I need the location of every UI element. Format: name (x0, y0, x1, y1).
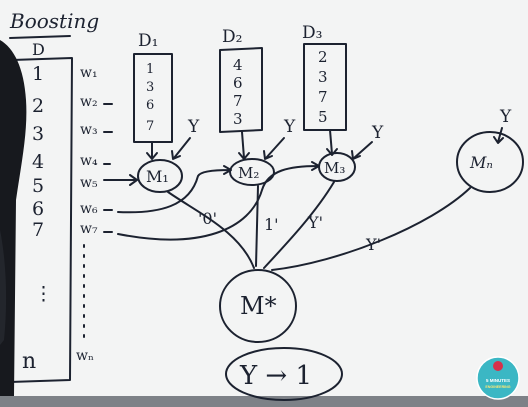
weight-w3: w₃ (80, 122, 98, 138)
subset-d3-value-3: 7 (318, 88, 328, 106)
weight-w7: w₇ (80, 221, 98, 237)
weight-w1: w₁ (80, 65, 98, 81)
dataset-row-5: 5 (32, 175, 44, 197)
arrow-d3-to-m3 (326, 129, 338, 156)
channel-logo-line1: 5 MINUTES (486, 378, 510, 383)
target-label-y-1: Y (187, 117, 200, 137)
dataset-row-1: 1 (32, 63, 44, 85)
arrow-y-to-m2 (263, 137, 285, 160)
channel-logo-line2: ENGINEERING (485, 385, 510, 389)
presenter-arm (0, 230, 7, 345)
output-label-m2: 1' (264, 215, 279, 234)
subset-d3-value-2: 3 (318, 68, 328, 86)
dataset-header: D (32, 40, 45, 59)
line-m2-to-mstar (255, 185, 259, 267)
subset-d3-label: D₃ (302, 23, 322, 43)
line-m3-to-mstar (263, 181, 335, 269)
dataset-row-6: 6 (32, 198, 44, 220)
final-output-ellipse (225, 347, 343, 401)
channel-logo-ring (476, 356, 520, 400)
subset-d2-value-3: 7 (233, 92, 243, 110)
dataset-row-n: n (22, 349, 36, 374)
subset-d3-value-1: 2 (318, 48, 328, 66)
dataset-table-border (9, 57, 73, 383)
channel-logo: 5 MINUTES ENGINEERING (476, 356, 520, 400)
weight-wn: wₙ (76, 348, 94, 364)
subset-d2-value-2: 6 (233, 74, 243, 92)
model-mn-label: Mₙ (469, 153, 493, 172)
subset-d1-value-1: 1 (146, 62, 154, 77)
final-model-ellipse (219, 269, 297, 343)
subset-d2-value-4: 3 (233, 110, 243, 128)
dataset-row-4: 4 (32, 151, 44, 173)
weight-w6: w₆ (80, 201, 98, 217)
dataset-row-2: 2 (32, 95, 44, 117)
model-m2-label: M₂ (238, 164, 259, 182)
model-mn-ellipse (456, 131, 524, 193)
weight-dashes (103, 103, 113, 233)
presenter-silhouette (0, 40, 27, 396)
output-label-mn: Y' (365, 235, 381, 254)
line-mn-to-mstar (271, 187, 471, 271)
title-text: Boosting (9, 9, 99, 33)
output-label-m3: Y' (307, 213, 323, 232)
subset-d3-box (303, 43, 347, 131)
final-model-label: M* (240, 292, 277, 320)
arrow-d1-to-m1 (146, 141, 158, 160)
title-underline (9, 35, 71, 39)
model-m3-label: M₃ (324, 159, 345, 177)
subset-d1-label: D₁ (138, 31, 158, 51)
subset-d1-value-4: 7 (146, 119, 154, 134)
channel-logo-dot (493, 361, 503, 371)
subset-d1-value-3: 6 (146, 98, 154, 113)
model-m1-ellipse (137, 159, 183, 193)
dataset-row-dots: ⋮ (34, 283, 53, 305)
subset-d1-value-2: 3 (146, 80, 154, 95)
final-output-label: Y → 1 (239, 361, 312, 391)
line-m1-to-mstar (167, 191, 255, 269)
target-label-y-3: Y (371, 123, 384, 143)
weight-w2: w₂ (80, 94, 98, 110)
target-label-y-2: Y (283, 117, 296, 137)
weight-w5: w₅ (80, 175, 98, 191)
model-m1-label: M₁ (146, 167, 169, 186)
subset-d1-box (133, 53, 173, 143)
dataset-row-7: 7 (32, 219, 44, 241)
subset-d3-value-4: 5 (318, 108, 328, 126)
subset-d2-box (219, 47, 263, 133)
output-label-m1: '0' (198, 209, 217, 228)
target-label-y-4: Y (499, 107, 512, 127)
arrow-w5-to-m1 (103, 174, 138, 186)
arrow-y-to-mn (493, 127, 504, 144)
subset-d2-label: D₂ (222, 27, 242, 47)
model-m2-ellipse (229, 158, 275, 186)
channel-logo-circle (477, 357, 519, 399)
subset-d2-value-1: 4 (233, 56, 243, 74)
weight-w4: w₄ (80, 153, 98, 169)
dataset-row-3: 3 (32, 123, 44, 145)
whiteboard-frame-bottom (0, 396, 528, 407)
arrow-w6-to-m2 (117, 165, 232, 214)
arrow-y-to-m1 (171, 137, 191, 160)
